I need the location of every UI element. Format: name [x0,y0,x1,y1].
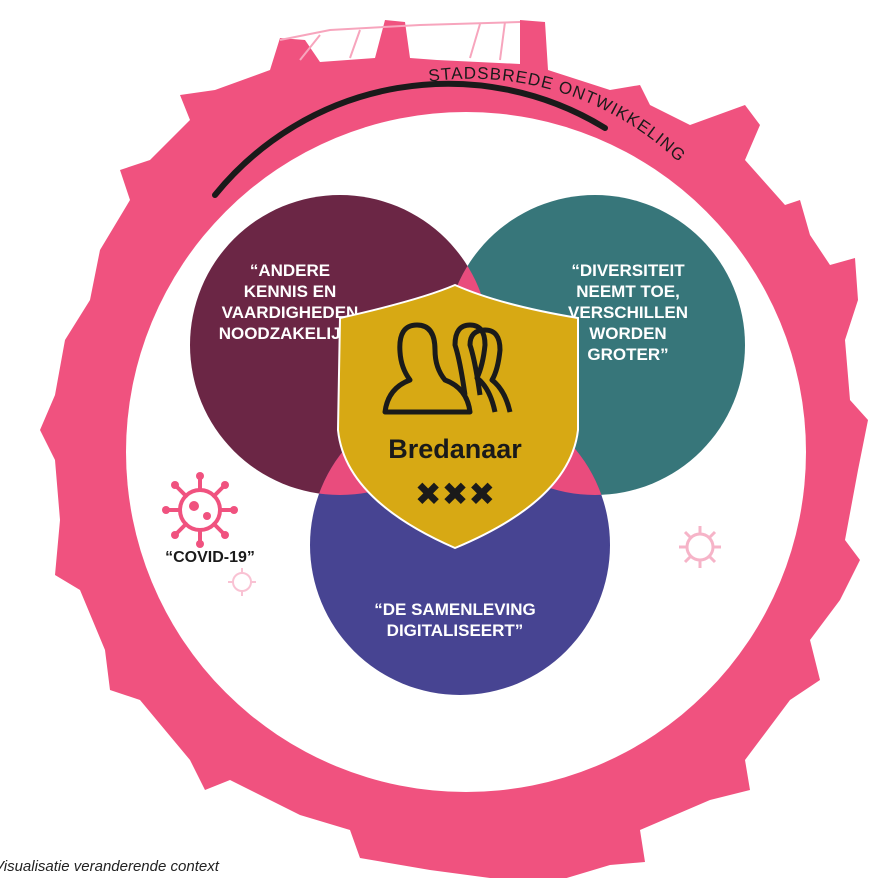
shield: Bredanaar ✖✖✖ [336,283,579,550]
circle-left-line: VAARDIGHEDEN [222,303,359,322]
circle-right-line: NEEMT TOE, [576,282,680,301]
circle-right-line: WORDEN [589,324,666,343]
arc-line [212,80,608,198]
circle-bottom-label: “DE SAMENLEVING DIGITALISEERT” [374,600,536,640]
covid-label: “COVID-19” [165,549,255,566]
circle-bottom-line: “DE SAMENLEVING [374,600,536,619]
circle-left-line: NOODZAKELIJK” [219,324,362,343]
breda-crosses-icon: ✖✖✖ [415,475,495,513]
virus-icon [162,472,238,548]
circle-right-line: VERSCHILLEN [568,303,688,322]
virus-faint-icon [228,568,256,596]
circle-right-line: “DIVERSITEIT [571,261,685,280]
circle-right-label: “DIVERSITEIT NEEMT TOE, VERSCHILLEN WORDEN G… [568,261,688,364]
virus-faint-icon-right [679,526,721,568]
circle-bottom-line: DIGITALISEERT” [387,621,524,640]
circle-left-line: KENNIS EN [244,282,337,301]
skyline-sketch [279,21,521,61]
circle-left-label: “ANDERE KENNIS EN VAARDIGHEDEN NOODZAKELIJK… [219,261,362,343]
circle-left-line: “ANDERE [250,261,330,280]
figure-caption: Visualisatie veranderende context [0,858,219,875]
circle-right-line: GROTER” [587,345,668,364]
people-icon [382,322,513,415]
shield-title: Bredanaar [388,434,522,464]
